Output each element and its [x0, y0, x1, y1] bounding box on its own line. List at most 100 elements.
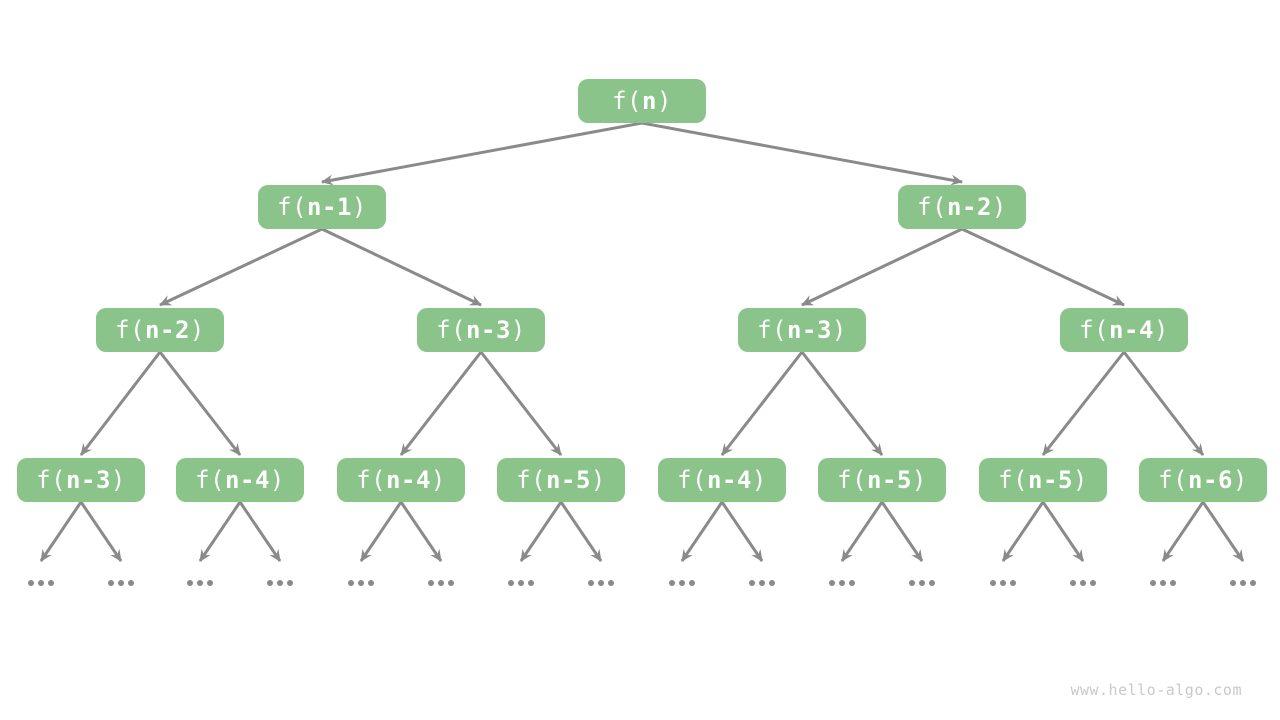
ellipsis-dots: [28, 580, 54, 586]
tree-edge-arrow: [880, 501, 924, 562]
dot: [1010, 580, 1016, 586]
dot: [1170, 580, 1176, 586]
tree-node: f(n-3): [738, 308, 866, 352]
node-label-prefix: f(: [115, 316, 146, 344]
ellipsis-dots: [428, 580, 454, 586]
ellipsis-dots: [909, 580, 935, 586]
dot: [348, 580, 354, 586]
ellipsis-dots: [829, 580, 855, 586]
node-label-prefix: f(: [837, 466, 868, 494]
dot: [669, 580, 675, 586]
node-label-suffix: ): [991, 193, 1007, 221]
tree-node: f(n-6): [1139, 458, 1267, 502]
tree-node: f(n-4): [176, 458, 304, 502]
tree-node: f(n-3): [17, 458, 145, 502]
ellipsis-dots: [749, 580, 775, 586]
tree-edge-arrow: [1201, 501, 1245, 562]
node-label-suffix: ): [351, 193, 367, 221]
node-label-suffix: ): [911, 466, 927, 494]
dot: [187, 580, 193, 586]
node-label-suffix: ): [269, 466, 285, 494]
tree-edge-arrow: [399, 351, 483, 456]
dot: [759, 580, 765, 586]
ellipsis-dots: [1230, 580, 1256, 586]
ellipsis-dots: [267, 580, 293, 586]
dot: [1240, 580, 1246, 586]
node-label-suffix: ): [110, 466, 126, 494]
dot: [528, 580, 534, 586]
tree-edge-arrow: [321, 227, 482, 307]
node-label-expression: n-5: [867, 466, 912, 494]
tree-node: f(n-4): [337, 458, 465, 502]
ellipsis-dots: [1150, 580, 1176, 586]
node-label-suffix: ): [590, 466, 606, 494]
watermark: www.hello-algo.com: [1070, 681, 1242, 699]
tree-edge-arrow: [801, 227, 963, 307]
tree-edge-arrow: [641, 121, 963, 186]
ellipsis-dots: [348, 580, 374, 586]
node-label-expression: n-2: [145, 316, 190, 344]
node-label-expression: n-3: [787, 316, 832, 344]
tree-edge-arrow: [961, 227, 1125, 307]
tree-edge-arrow: [720, 501, 764, 562]
dot: [769, 580, 775, 586]
dot: [1250, 580, 1256, 586]
dot: [1150, 580, 1156, 586]
node-label-prefix: f(: [1158, 466, 1189, 494]
tree-edge-arrow: [79, 351, 162, 456]
dot: [588, 580, 594, 586]
ellipsis-dots: [108, 580, 134, 586]
node-label-suffix: ): [189, 316, 205, 344]
dot: [38, 580, 44, 586]
dot: [1070, 580, 1076, 586]
node-label-expression: n: [642, 87, 657, 115]
dot: [849, 580, 855, 586]
tree-node: f(n-4): [658, 458, 786, 502]
dot: [438, 580, 444, 586]
dot: [749, 580, 755, 586]
node-label-expression: n-3: [466, 316, 511, 344]
node-label-prefix: f(: [612, 87, 642, 115]
node-label-suffix: ): [430, 466, 446, 494]
dot: [128, 580, 134, 586]
dot: [909, 580, 915, 586]
ellipsis-dots: [588, 580, 614, 586]
node-label-expression: n-4: [225, 466, 270, 494]
node-label-expression: n-5: [546, 466, 591, 494]
node-label-expression: n-1: [307, 193, 352, 221]
dot: [368, 580, 374, 586]
node-label-expression: n-4: [386, 466, 431, 494]
tree-edge-arrow: [158, 351, 242, 456]
node-label-suffix: ): [831, 316, 847, 344]
dot: [839, 580, 845, 586]
tree-edge-arrow: [1161, 501, 1205, 562]
node-label-expression: n-6: [1188, 466, 1233, 494]
tree-node: f(n-5): [818, 458, 946, 502]
dot: [207, 580, 213, 586]
dot: [277, 580, 283, 586]
tree-edge-arrow: [479, 351, 563, 456]
tree-edge-arrow: [399, 501, 443, 562]
dot: [1230, 580, 1236, 586]
tree-edge-arrow: [159, 227, 323, 307]
tree-node: f(n): [578, 79, 706, 123]
node-label-suffix: ): [751, 466, 767, 494]
dot: [508, 580, 514, 586]
node-label-suffix: ): [656, 87, 672, 115]
tree-edge-arrow: [198, 501, 242, 562]
tree-edge-arrow: [238, 501, 282, 562]
tree-node: f(n-5): [979, 458, 1107, 502]
tree-edge-arrow: [39, 501, 83, 562]
tree-edge-arrow: [519, 501, 563, 562]
dot: [358, 580, 364, 586]
tree-edge-arrow: [840, 501, 884, 562]
dot: [679, 580, 685, 586]
ellipsis-dots: [187, 580, 213, 586]
tree-edge-arrow: [559, 501, 603, 562]
dot: [267, 580, 273, 586]
node-label-prefix: f(: [998, 466, 1029, 494]
node-label-prefix: f(: [757, 316, 788, 344]
node-label-prefix: f(: [917, 193, 948, 221]
node-label-prefix: f(: [436, 316, 467, 344]
node-label-expression: n-4: [1109, 316, 1154, 344]
